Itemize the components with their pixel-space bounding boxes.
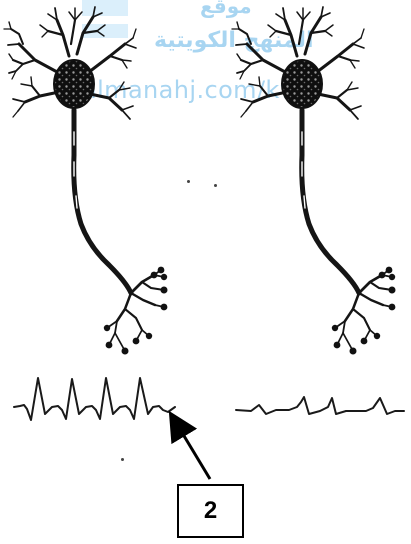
scan-speck xyxy=(214,184,217,187)
pointer-arrow xyxy=(175,421,210,479)
neuron-left xyxy=(4,7,168,355)
right-neuron-signal xyxy=(236,397,404,414)
left-neuron-signal xyxy=(14,378,175,420)
pointer-label-box: 2 xyxy=(177,484,244,538)
scan-speck xyxy=(121,458,124,461)
neuron-right xyxy=(232,7,396,355)
pointer-label: 2 xyxy=(204,499,217,523)
scan-speck xyxy=(187,180,190,183)
